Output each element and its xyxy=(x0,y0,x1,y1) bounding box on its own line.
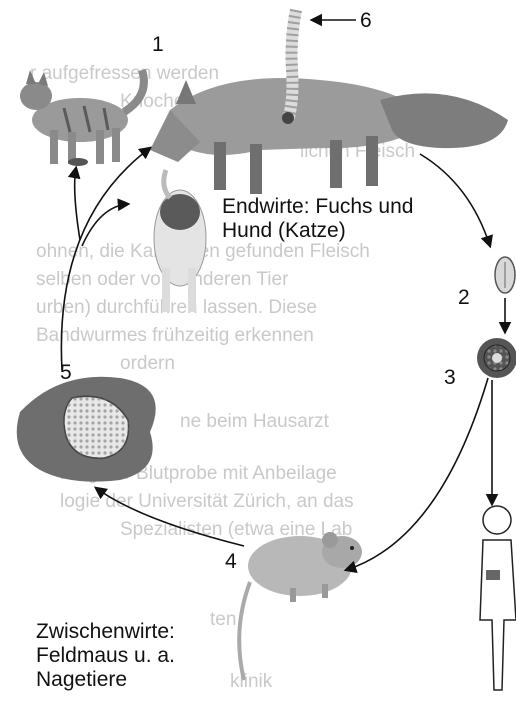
arrow-fox-to-proglottid xyxy=(420,154,490,246)
arrow-mouse-to-cyst xyxy=(96,488,244,546)
definitive-hosts-label: Endwirte: Fuchs und Hund (Katze) xyxy=(222,195,413,243)
stage-number-5: 5 xyxy=(60,361,72,385)
intermediate-hosts-line: Zwischenwirte: xyxy=(36,620,175,644)
fox-illustration xyxy=(150,78,508,194)
arrow-egg-to-mouse xyxy=(346,378,488,570)
proglottid-illustration xyxy=(495,257,515,293)
liver-cyst-illustration xyxy=(17,377,156,482)
intermediate-hosts-line: Nagetiere xyxy=(36,668,175,692)
intermediate-hosts-label: Zwischenwirte: Feldmaus u. a. Nagetiere xyxy=(36,620,175,692)
stage-number-4: 4 xyxy=(225,550,237,574)
stage-number-6: 6 xyxy=(360,9,372,33)
arrow-cyst-to-cat xyxy=(75,168,80,240)
arrow-cyst-to-dog xyxy=(82,204,128,246)
stage-number-1: 1 xyxy=(152,33,164,57)
human-silhouette xyxy=(480,506,516,690)
stage-number-2: 2 xyxy=(458,286,470,310)
cat-illustration xyxy=(20,70,144,166)
mouse-illustration xyxy=(239,532,362,680)
definitive-hosts-line: Endwirte: Fuchs und xyxy=(222,195,413,219)
definitive-hosts-line: Hund (Katze) xyxy=(222,219,413,243)
stage-number-3: 3 xyxy=(444,366,456,390)
intermediate-hosts-line: Feldmaus u. a. xyxy=(36,644,175,668)
dog-illustration xyxy=(154,170,206,312)
egg-illustration xyxy=(477,338,516,378)
